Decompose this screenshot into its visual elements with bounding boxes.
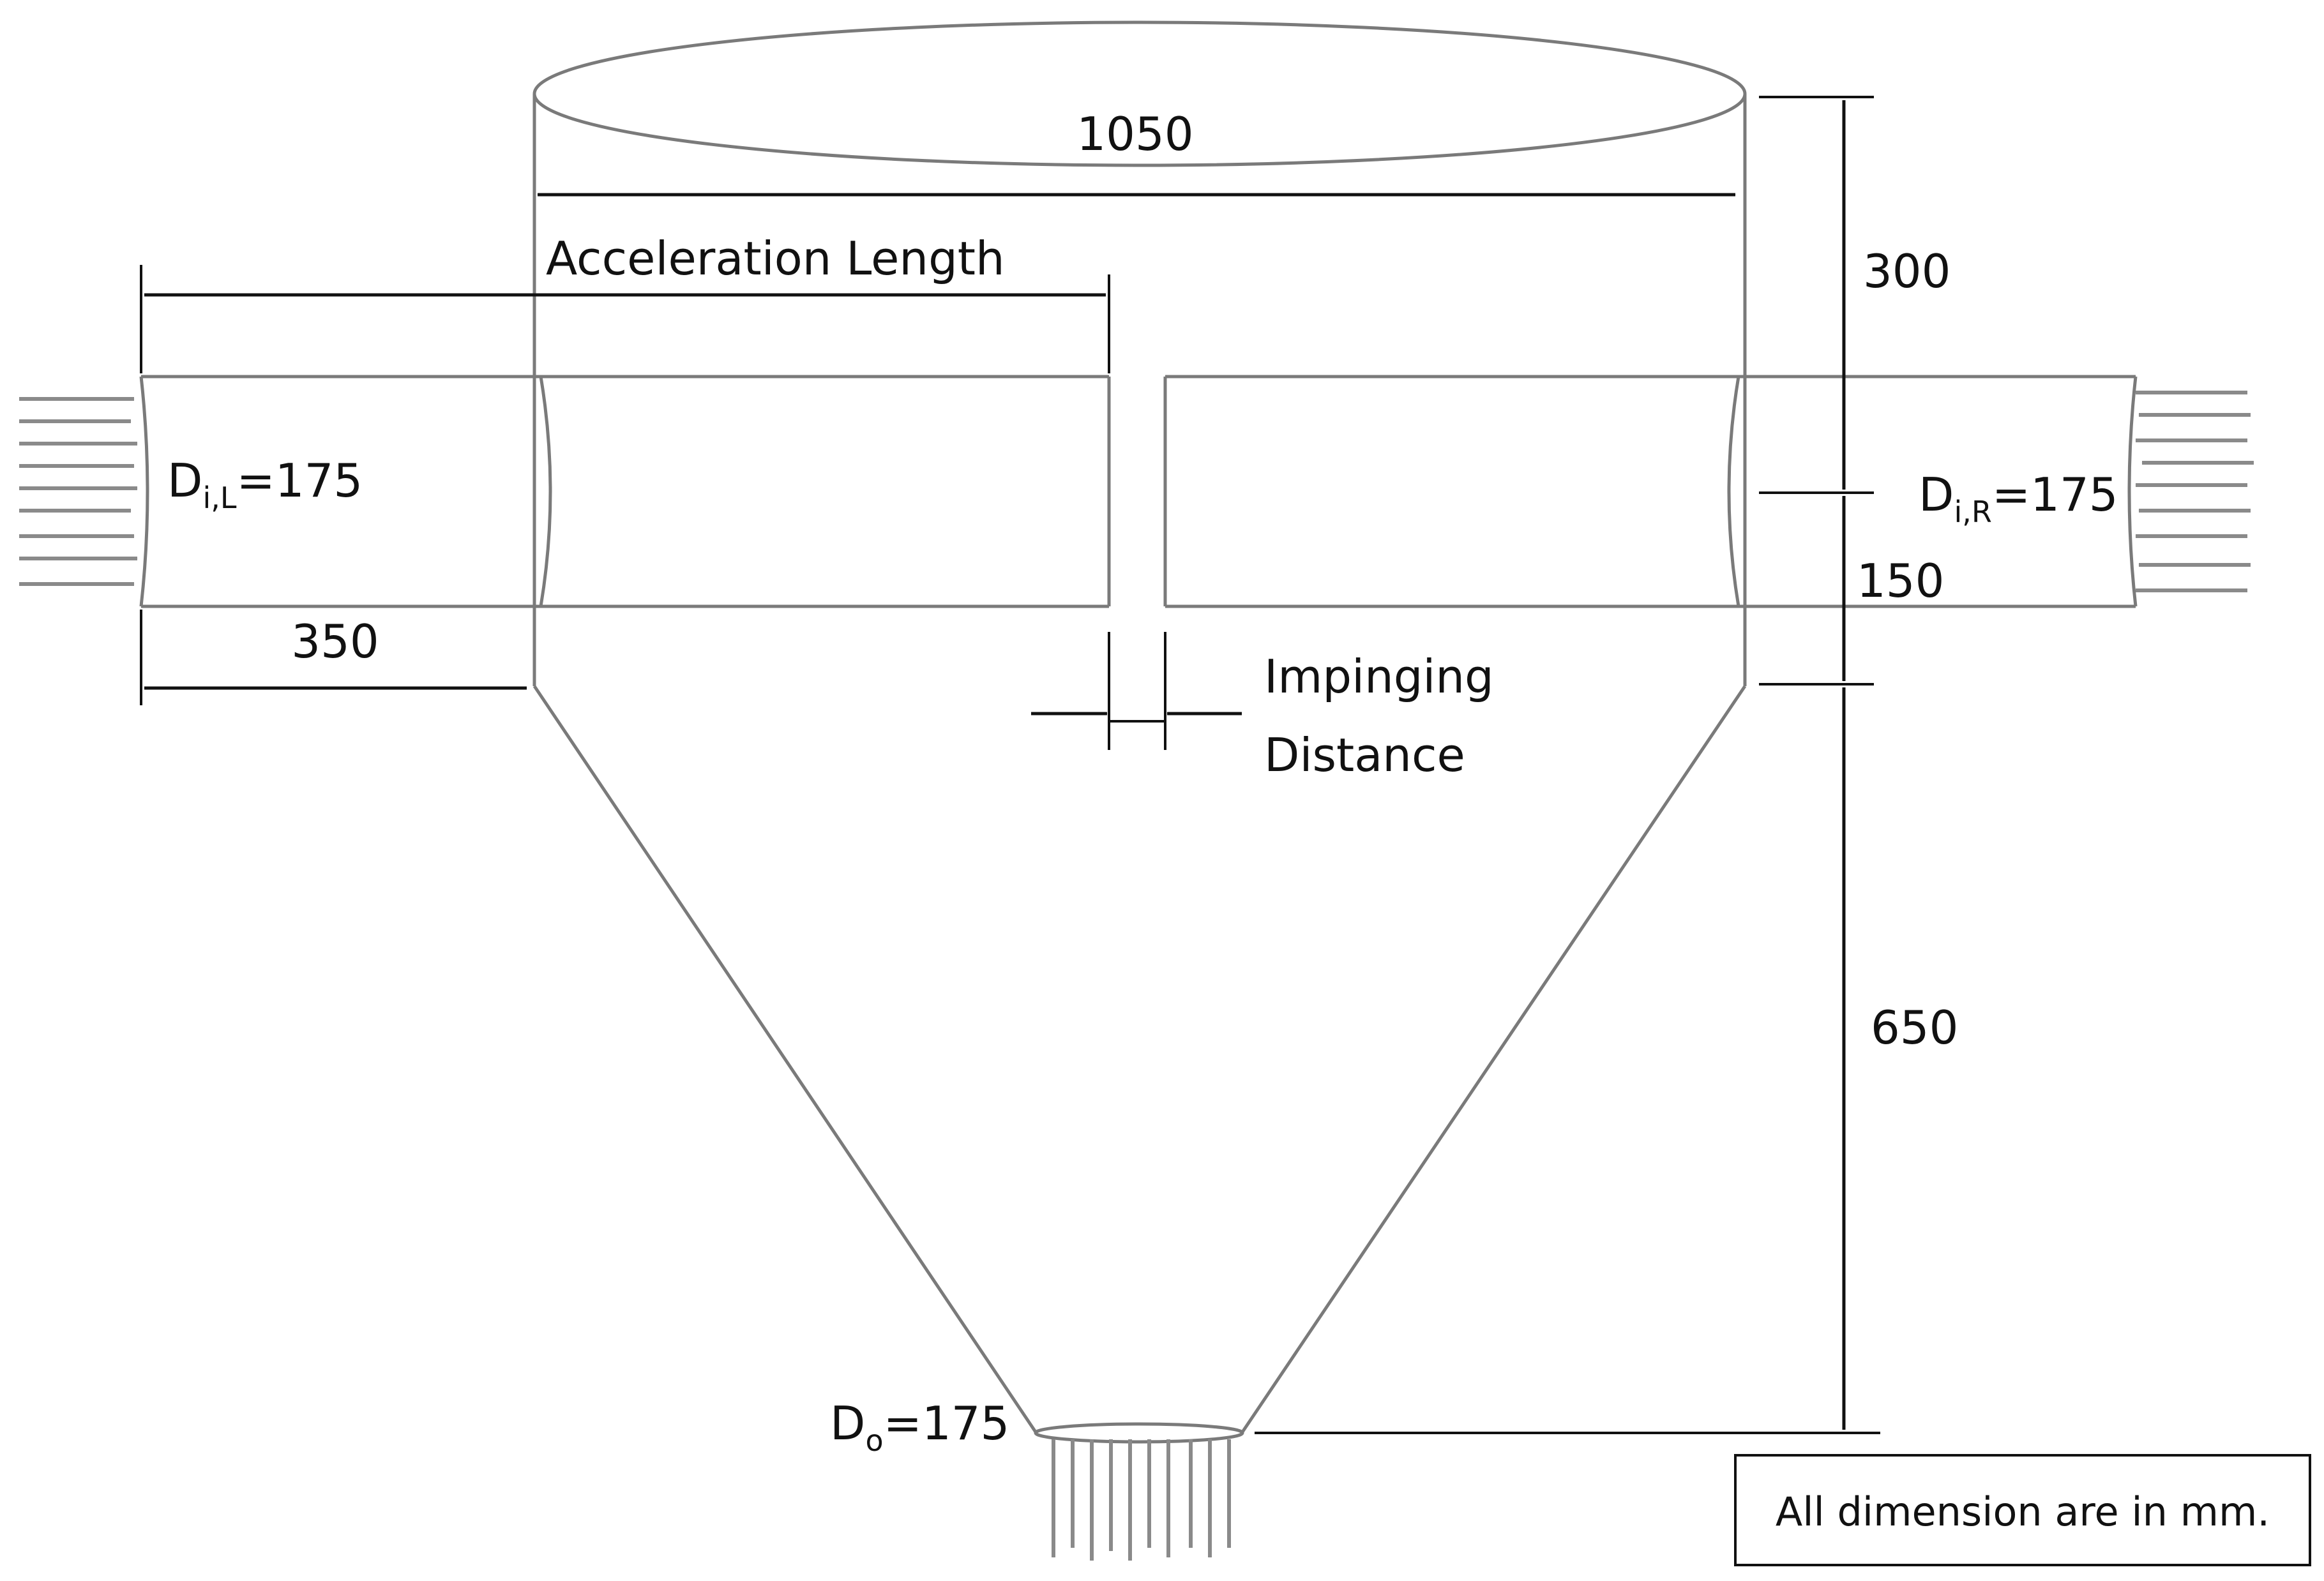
dimension-inlet-offset-350: 350 bbox=[140, 610, 527, 705]
right-inlet-pipe bbox=[1163, 375, 2138, 608]
chamber-body bbox=[532, 20, 1747, 1444]
outlet-diameter-label: Do=175 bbox=[830, 1397, 1009, 1458]
impinging-line1: Impinging bbox=[1264, 650, 1494, 703]
outlet-ellipse bbox=[1034, 1422, 1244, 1444]
inlet-offset-label: 350 bbox=[291, 615, 379, 668]
width-label: 1050 bbox=[1076, 107, 1193, 161]
units-note: All dimension are in mm. bbox=[1734, 1454, 2311, 1566]
left-inlet-pipe bbox=[139, 375, 1111, 608]
impinging-line2: Distance bbox=[1264, 728, 1465, 782]
left-cone-wall bbox=[532, 685, 1038, 1434]
right-inflow-arrows bbox=[2135, 391, 2254, 592]
outlet-outflow-arrows bbox=[1052, 1439, 1231, 1561]
left-inlet-diameter-label: Di,L=175 bbox=[167, 454, 363, 515]
dimension-acceleration-length: Acceleration Length bbox=[140, 232, 1110, 373]
dimension-width-1050: 1050 bbox=[537, 107, 1736, 197]
height-top-label: 300 bbox=[1863, 244, 1950, 298]
dimension-impinging-distance: Impinging Distance bbox=[1031, 632, 1494, 782]
right-cone-wall bbox=[1240, 685, 1747, 1434]
acceleration-label: Acceleration Length bbox=[546, 232, 1005, 285]
dimension-vertical-stack: 300 150 650 bbox=[1255, 96, 1958, 1434]
right-inlet-diameter-label: Di,R=175 bbox=[1919, 468, 2118, 529]
left-inflow-arrows bbox=[19, 397, 138, 586]
height-cone-label: 650 bbox=[1871, 1001, 1958, 1054]
units-note-text: All dimension are in mm. bbox=[1776, 1488, 2270, 1535]
height-mid-label: 150 bbox=[1857, 554, 1944, 608]
